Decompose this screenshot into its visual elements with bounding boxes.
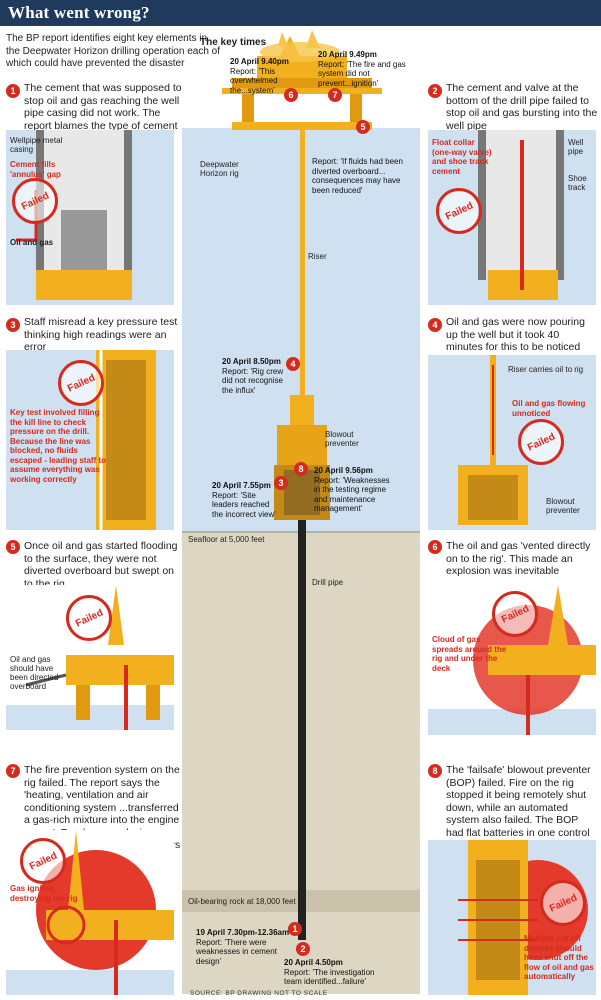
panel-3-illustration: Failed Key test involved filling the kil…	[6, 350, 174, 530]
panel-8-illustration: Failed Multiple cut off devices should h…	[428, 840, 596, 995]
panel-6-title: The oil and gas 'vented directly on to t…	[446, 540, 591, 577]
timeline-3-badge: 3	[274, 476, 288, 490]
timeline-8-badge: 8	[294, 462, 308, 476]
panel-8-badge: 8	[428, 764, 442, 778]
panel-7-illustration: Failed Gas ignites, destroying the rig	[6, 830, 174, 995]
panel-6-illustration: Failed Cloud of gas spreads around the r…	[428, 585, 596, 735]
timeline-7-badge: 7	[328, 88, 342, 102]
panel-5-illustration: Failed Oil and gas should have been dire…	[6, 585, 174, 730]
panel-6-badge: 6	[428, 540, 442, 554]
panel-2-title: The cement and valve at the bottom of th…	[446, 82, 598, 132]
panel-4-failed-stamp: Failed	[518, 419, 564, 465]
timeline-6-badge: 6	[284, 88, 298, 102]
drill-pipe	[298, 520, 306, 940]
panel-2-badge: 2	[428, 84, 442, 98]
drillpipe-label: Drill pipe	[312, 578, 344, 587]
panel-3-badge: 3	[6, 318, 20, 332]
panel-5-failed-stamp: Failed	[66, 595, 112, 641]
bop-illustration	[274, 395, 330, 520]
panel-1-badge: 1	[6, 84, 20, 98]
panel-1-failed-stamp: Failed	[12, 178, 58, 224]
panel-3-title: Staff misread a key pressure test thinki…	[24, 316, 178, 353]
source-note: SOURCE: BP DRAWING NOT TO SCALE	[190, 990, 328, 997]
intro-text: The BP report identifies eight key eleme…	[6, 33, 221, 69]
timeline-2-badge: 2	[296, 942, 310, 956]
oilrock-label: Oil-bearing rock at 18,000 feet	[188, 897, 296, 906]
timeline-5-badge: 5	[356, 120, 370, 134]
riser-pipe	[300, 130, 305, 400]
panel-2-illustration: Float collar (one-way valve) and shoe tr…	[428, 130, 596, 305]
riser-label: Riser	[308, 252, 327, 261]
panel-7-badge: 7	[6, 764, 20, 778]
panel-4-title: Oil and gas were now pouring up the well…	[446, 316, 585, 353]
rig-label: Deepwater Horizon rig	[200, 160, 239, 178]
panel-2-failed-stamp: Failed	[436, 188, 482, 234]
panel-8-title: The 'failsafe' blowout preventer (BOP) f…	[446, 764, 591, 864]
panel-8-failed-stamp: Failed	[540, 880, 586, 926]
center-diagram	[182, 30, 420, 940]
panel-1-illustration: Wellpipe metal casing Cement fills 'annu…	[6, 130, 174, 305]
bop-label: Blowout preventer	[325, 430, 359, 448]
rig-illustration	[222, 30, 382, 130]
seafloor-label: Seafloor at 5,000 feet	[188, 535, 265, 544]
header-bar: What went wrong?	[0, 0, 601, 26]
panel-6-failed-stamp: Failed	[492, 591, 538, 637]
page-title: What went wrong?	[8, 3, 150, 22]
timeline-5: Report: 'If fluids had been diverted ove…	[312, 157, 403, 195]
timeline-1-badge: 1	[288, 922, 302, 936]
panel-5-title: Once oil and gas started flooding to the…	[24, 540, 178, 590]
panel-4-badge: 4	[428, 318, 442, 332]
panel-4-illustration: Riser carries oil to rig Oil and gas flo…	[428, 355, 596, 530]
panel-3-failed-stamp: Failed	[58, 360, 104, 406]
panel-7-failed-stamp: Failed	[20, 838, 66, 884]
keytimes-heading: The key times	[200, 37, 267, 48]
panel-5-badge: 5	[6, 540, 20, 554]
timeline-4-badge: 4	[286, 357, 300, 371]
